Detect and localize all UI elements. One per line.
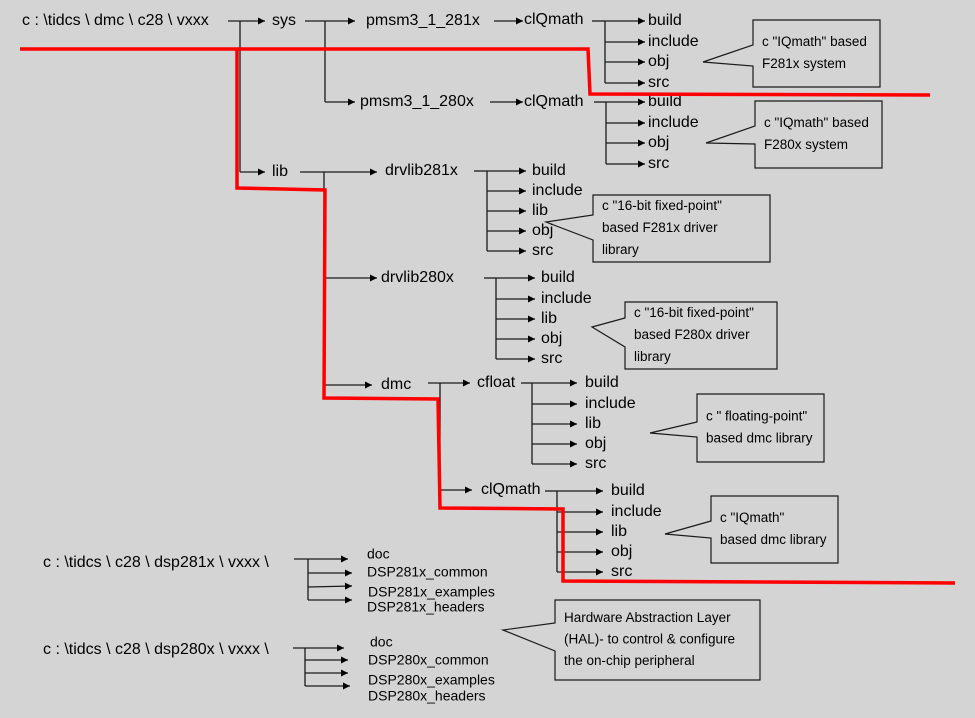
highlight-line-top xyxy=(20,47,931,97)
callout-box xyxy=(590,301,778,370)
callout-text: based dmc library xyxy=(706,431,813,446)
folder-item: src xyxy=(532,242,553,259)
callout-drvlib281x: c "16-bit fixed-point" based F281x driver… xyxy=(543,194,771,263)
dsp281x-examples-arrow xyxy=(307,582,353,590)
folder-item: build xyxy=(648,12,682,29)
folder-item: src xyxy=(541,350,562,367)
callout-box xyxy=(543,194,771,263)
folder-item: include xyxy=(648,33,699,50)
folder-item: DSP280x_common xyxy=(368,652,489,668)
highlight-line-stair xyxy=(235,48,956,585)
folder-drvlib280x: drvlib280x xyxy=(381,269,454,286)
folder-labels: c : \tidcs \ dmc \ c28 \ vxxx sys lib pmsm3… xyxy=(22,11,699,703)
folder-item: build xyxy=(611,482,645,499)
callout-text: the on-chip peripheral xyxy=(564,653,695,668)
folder-item: lib xyxy=(532,202,548,219)
callout-text: Hardware Abstraction Layer xyxy=(564,610,731,625)
folder-item: doc xyxy=(367,546,390,562)
callout-text: based F280x driver xyxy=(634,327,750,342)
callout-text: based F281x driver xyxy=(602,220,718,235)
folder-clqmath-280x: clQmath xyxy=(524,93,584,110)
folder-item: DSP281x_common xyxy=(367,564,488,580)
folder-pmsm3-1-280x: pmsm3_1_280x xyxy=(360,93,474,110)
callout-text: c "IQmath" based xyxy=(762,34,867,49)
folder-item: include xyxy=(532,182,583,199)
highlight-boundary xyxy=(20,47,956,585)
callout-text: F281x system xyxy=(762,56,846,71)
folder-item: build xyxy=(532,162,566,179)
folder-item: include xyxy=(611,503,662,520)
folder-item: lib xyxy=(585,415,601,432)
callout-text: library xyxy=(602,242,639,257)
callout-box xyxy=(664,495,839,564)
folder-item: src xyxy=(648,155,669,172)
callout-cfloat: c " floating-point" based dmc library xyxy=(649,393,825,463)
folder-item: include xyxy=(541,290,592,307)
folder-item: DSP281x_examples xyxy=(368,584,495,600)
callout-text: c "IQmath" xyxy=(720,510,785,525)
folder-cfloat: cfloat xyxy=(477,374,516,391)
callout-drvlib280x: c "16-bit fixed-point" based F280x driver… xyxy=(590,301,778,370)
callout-box xyxy=(702,19,881,88)
folder-clqmath-dmc: clQmath xyxy=(481,481,541,498)
folder-item: include xyxy=(648,114,699,131)
folder-item: lib xyxy=(541,310,557,327)
folder-item: lib xyxy=(611,523,627,540)
dsp281x-path-label: c : \tidcs \ c28 \ dsp281x \ vxxx \ xyxy=(43,554,269,571)
folder-item: obj xyxy=(585,435,606,452)
folder-item: build xyxy=(541,269,575,286)
callout-text: c "IQmath" based xyxy=(764,115,869,130)
callout-box xyxy=(500,599,761,681)
callout-box xyxy=(649,393,825,463)
folder-item: DSP280x_headers xyxy=(368,688,486,704)
folder-item: DSP281x_headers xyxy=(367,599,485,615)
callout-text: based dmc library xyxy=(720,532,827,547)
folder-item: build xyxy=(648,93,682,110)
root-path-label: c : \tidcs \ dmc \ c28 \ vxxx xyxy=(22,12,209,29)
folder-item: obj xyxy=(532,222,553,239)
folder-item: DSP280x_examples xyxy=(368,672,495,688)
folder-lib: lib xyxy=(272,163,288,180)
folder-item: build xyxy=(585,374,619,391)
folder-item: obj xyxy=(648,134,669,151)
folder-item: obj xyxy=(611,543,632,560)
folder-clqmath-281x: clQmath xyxy=(524,11,584,28)
callout-text: (HAL)- to control & configure xyxy=(564,632,735,647)
callout-text: c "16-bit fixed-point" xyxy=(634,305,754,320)
folder-item: src xyxy=(585,455,606,472)
folder-item: obj xyxy=(648,53,669,70)
folder-item: obj xyxy=(541,330,562,347)
callout-hal: Hardware Abstraction Layer (HAL)- to cont… xyxy=(500,599,761,681)
folder-item: include xyxy=(585,395,636,412)
dsp280x-path-label: c : \tidcs \ c28 \ dsp280x \ vxxx \ xyxy=(43,641,269,658)
callout-text: c " floating-point" xyxy=(706,409,807,424)
callout-text: library xyxy=(634,349,671,364)
folder-item: src xyxy=(611,563,632,580)
callout-text: F280x system xyxy=(764,137,848,152)
folder-drvlib281x: drvlib281x xyxy=(385,162,458,179)
callout-box xyxy=(705,100,883,169)
folder-sys: sys xyxy=(272,12,296,29)
folder-item: doc xyxy=(370,634,393,650)
folder-pmsm3-1-281x: pmsm3_1_281x xyxy=(366,12,480,29)
folder-item: src xyxy=(648,74,669,91)
callout-text: c "16-bit fixed-point" xyxy=(602,198,722,213)
callout-clqmath-dmc: c "IQmath" based dmc library xyxy=(664,495,839,564)
folder-dmc: dmc xyxy=(381,376,411,393)
